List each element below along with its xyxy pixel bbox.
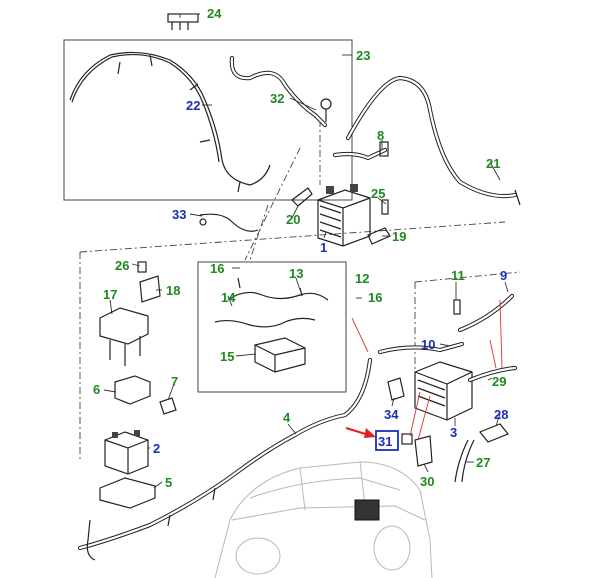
callout-28: 28 bbox=[494, 407, 508, 422]
vehicle-outline bbox=[214, 461, 433, 578]
callout-15: 15 bbox=[220, 349, 234, 364]
battery-1 bbox=[317, 184, 371, 247]
highlight-arrow-head bbox=[364, 428, 376, 438]
group-box-23 bbox=[63, 39, 353, 201]
bolt-25 bbox=[381, 199, 389, 215]
cable-29 bbox=[467, 299, 518, 383]
module-15 bbox=[254, 337, 306, 373]
bolt-11 bbox=[453, 299, 461, 315]
tray-5 bbox=[99, 477, 156, 509]
callout-16b: 16 bbox=[368, 290, 382, 305]
leader-lines bbox=[103, 13, 509, 489]
callout-18: 18 bbox=[166, 283, 180, 298]
highlight-box bbox=[375, 430, 399, 451]
module-6 bbox=[114, 375, 151, 405]
callout-5: 5 bbox=[165, 475, 172, 490]
bracket-30 bbox=[414, 435, 433, 467]
bracket-17 bbox=[99, 307, 149, 366]
strap-27 bbox=[454, 439, 475, 483]
cable-32 bbox=[229, 55, 332, 128]
clip-24 bbox=[167, 13, 199, 30]
callout-23: 23 bbox=[356, 48, 370, 63]
harness-13-14 bbox=[214, 277, 329, 328]
callout-30: 30 bbox=[420, 474, 434, 489]
bracket-18 bbox=[139, 275, 161, 303]
callout-33: 33 bbox=[172, 207, 186, 222]
callout-32: 32 bbox=[270, 91, 284, 106]
callout-20: 20 bbox=[286, 212, 300, 227]
cable-33 bbox=[199, 213, 259, 232]
callout-34: 34 bbox=[384, 407, 399, 422]
cable-9 bbox=[457, 293, 515, 333]
callout-4: 4 bbox=[283, 410, 291, 425]
callout-10: 10 bbox=[421, 337, 435, 352]
cable-4 bbox=[77, 357, 373, 561]
battery-in-vehicle bbox=[354, 499, 380, 521]
cable-10 bbox=[377, 341, 465, 355]
callout-11: 11 bbox=[451, 268, 465, 283]
harness-22 bbox=[69, 51, 271, 193]
callout-31: 31 bbox=[378, 434, 392, 449]
callout-21: 21 bbox=[486, 156, 500, 171]
battery-3 bbox=[414, 361, 473, 421]
callout-14: 14 bbox=[221, 290, 236, 305]
callout-8: 8 bbox=[377, 128, 384, 143]
group-box-12 bbox=[197, 261, 347, 393]
callout-25: 25 bbox=[371, 186, 385, 201]
callout-27: 27 bbox=[476, 455, 490, 470]
clip-34 bbox=[387, 377, 405, 401]
callout-3: 3 bbox=[450, 425, 457, 440]
callout-7: 7 bbox=[171, 374, 178, 389]
callout-9: 9 bbox=[500, 268, 507, 283]
dashed-guide-right-top bbox=[414, 271, 521, 283]
clip-7 bbox=[159, 397, 177, 415]
cable-8 bbox=[332, 141, 389, 161]
callout-labels: 24 23 22 32 8 21 25 20 33 19 1 12 13 16 … bbox=[93, 6, 508, 490]
callout-6: 6 bbox=[93, 382, 100, 397]
battery-2 bbox=[104, 430, 149, 475]
callout-26: 26 bbox=[115, 258, 129, 273]
dashed-guide-top bbox=[79, 221, 506, 253]
link-lines-30 bbox=[409, 391, 431, 441]
dashed-guide-mid bbox=[244, 147, 301, 261]
bracket-28 bbox=[479, 423, 509, 443]
callout-19: 19 bbox=[392, 229, 406, 244]
grommet-31 bbox=[401, 433, 413, 445]
callout-2: 2 bbox=[153, 441, 160, 456]
link-line-12 bbox=[351, 317, 369, 353]
callout-12: 12 bbox=[355, 271, 369, 286]
callout-24: 24 bbox=[207, 6, 222, 21]
terminal-20 bbox=[291, 187, 313, 207]
cable-21 bbox=[345, 75, 521, 206]
dashed-guide-mid2 bbox=[249, 204, 269, 261]
callout-1: 1 bbox=[320, 240, 327, 255]
callout-17: 17 bbox=[103, 287, 117, 302]
fuse-box-26 bbox=[137, 261, 147, 273]
highlight-indicator bbox=[345, 427, 399, 451]
callout-16a: 16 bbox=[210, 261, 224, 276]
callout-29: 29 bbox=[492, 374, 506, 389]
callout-22: 22 bbox=[186, 98, 200, 113]
callout-13: 13 bbox=[289, 266, 303, 281]
